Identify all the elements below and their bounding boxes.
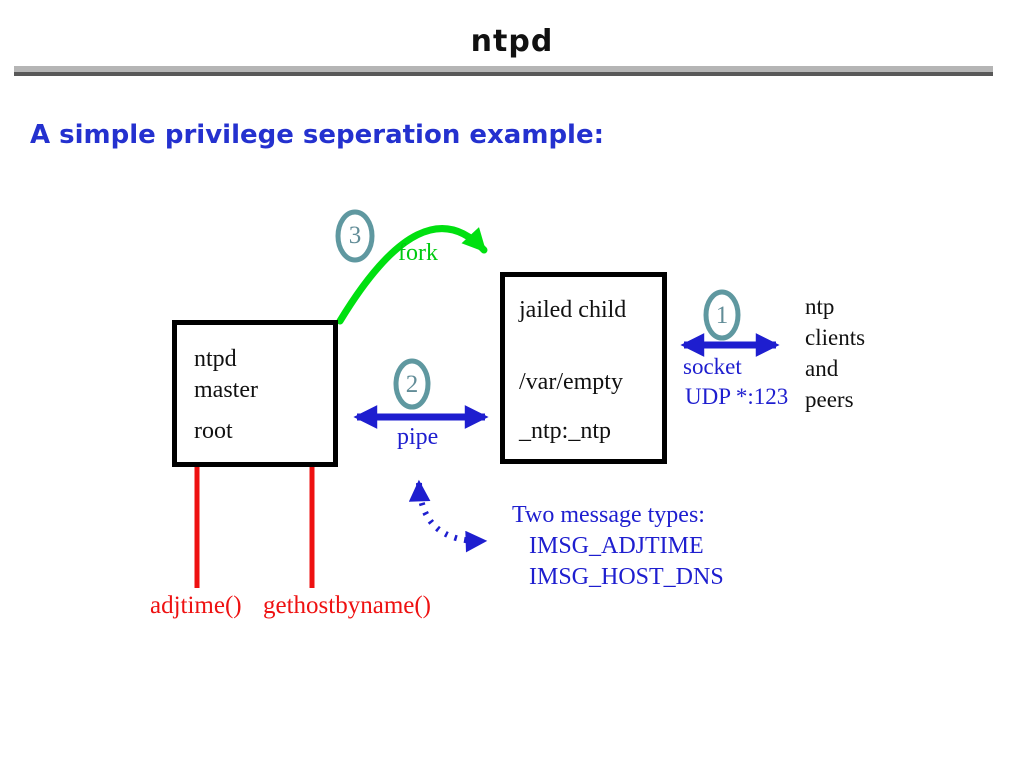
header-divider — [14, 66, 993, 76]
fork-label: fork — [398, 240, 438, 266]
udp-port-label: UDP *:123 — [685, 384, 789, 409]
peers-line-and: and — [805, 356, 839, 381]
master-process-box — [172, 320, 338, 467]
slide-subtitle: A simple privilege seperation example: — [30, 120, 604, 150]
message-types-dotted-arrow — [408, 479, 488, 553]
gethostbyname-label: gethostbyname() — [263, 592, 432, 619]
fork-arrow — [336, 225, 488, 325]
child-box-line-chroot: /var/empty — [519, 369, 623, 395]
socket-label: socket — [683, 354, 742, 379]
master-box-line-root: root — [194, 418, 233, 444]
master-box-line-ntpd: ntpd — [194, 346, 237, 372]
badge-2-ring — [393, 358, 431, 410]
message-types-title: Two message types: — [512, 502, 705, 528]
child-box-line-jailed: jailed child — [519, 297, 627, 323]
message-type-hostdns: IMSG_HOST_DNS — [529, 564, 724, 590]
badge-3-ring — [335, 209, 375, 263]
page-title: ntpd — [470, 24, 554, 59]
peers-line-peers: peers — [805, 387, 854, 412]
master-box-line-master: master — [194, 377, 258, 403]
peers-line-clients: clients — [805, 325, 866, 350]
adjtime-label: adjtime() — [150, 592, 242, 619]
badge-1-number: 1 — [715, 302, 729, 329]
child-box-line-user: _ntp:_ntp — [519, 418, 612, 444]
badge-3-number: 3 — [348, 222, 362, 249]
peers-line-ntp: ntp — [805, 294, 835, 319]
header-divider-dark — [14, 72, 993, 76]
badge-1-ring — [703, 289, 741, 341]
pipe-label: pipe — [397, 424, 439, 450]
message-type-adjtime: IMSG_ADJTIME — [529, 533, 704, 559]
badge-2-number: 2 — [405, 371, 419, 398]
jailed-child-box — [500, 272, 667, 464]
header-divider-light — [14, 66, 993, 72]
